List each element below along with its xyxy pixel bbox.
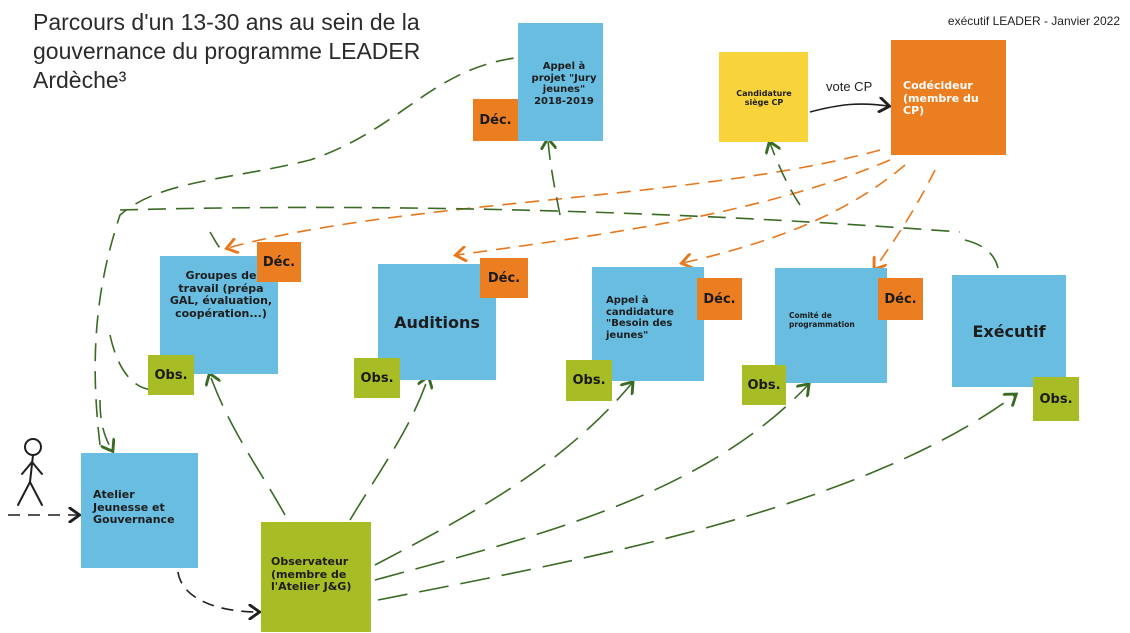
node-comite-programmation-label: Comité de programmation <box>789 311 855 329</box>
green-dash-up-candidature <box>770 143 801 206</box>
tag-obs-groupes: Obs. <box>148 355 194 395</box>
tag-dec-comite: Déc. <box>878 278 923 320</box>
dark-arrow-atelier-to-observateur <box>177 571 258 612</box>
node-atelier: Atelier Jeunesse et Gouvernance <box>81 453 198 568</box>
tag-dec-groupes: Déc. <box>257 242 301 282</box>
dark-arrow-candidature-to-codecideur <box>809 104 888 112</box>
orange-arrow-to-groupes <box>228 149 881 248</box>
node-observateur-label: Observateur (membre de l'Atelier J&G) <box>271 555 352 594</box>
node-codecideur-label: Codécideur (membre du CP) <box>903 79 979 118</box>
vote-cp-label: vote CP <box>826 79 873 94</box>
tag-obs-comite: Obs. <box>742 365 786 405</box>
node-atelier-label: Atelier Jeunesse et Gouvernance <box>93 488 175 527</box>
node-candidature-cp: Candidature siège CP <box>719 52 808 142</box>
node-executif: Exécutif <box>952 275 1066 387</box>
green-obs-to-appel-cand <box>374 383 632 566</box>
green-dash-up-appel <box>548 140 561 216</box>
green-obs-to-comite <box>374 385 808 581</box>
green-obs-to-groupes <box>210 375 286 516</box>
tag-obs-appel-candidature: Obs. <box>566 360 612 401</box>
green-dash-down-atelier <box>99 399 112 450</box>
tag-dec-auditions: Déc. <box>480 258 528 298</box>
node-groupes-travail-label: Groupes de travail (prépa GAL, évaluatio… <box>169 269 273 320</box>
walking-person-icon <box>17 438 43 506</box>
tag-obs-auditions: Obs. <box>354 358 400 398</box>
node-appel-candidature: Appel à candidature "Besoin des jeunes" <box>592 267 704 381</box>
node-comite-programmation: Comité de programmation <box>775 268 887 383</box>
orange-arrow-to-comite <box>875 169 936 268</box>
node-appel-projet-label: Appel à projet "Jury jeunes" 2018-2019 <box>531 61 597 107</box>
node-codecideur: Codécideur (membre du CP) <box>891 40 1006 155</box>
green-dash-from-groupes <box>209 231 223 251</box>
node-executif-label: Exécutif <box>972 322 1046 341</box>
tag-obs-executif: Obs. <box>1033 377 1079 421</box>
green-loop-atelier-to-appel <box>94 57 516 446</box>
node-observateur: Observateur (membre de l'Atelier J&G) <box>261 522 371 632</box>
node-appel-projet: Appel à projet "Jury jeunes" 2018-2019 <box>518 23 603 141</box>
header-note: exécutif LEADER - Janvier 2022 <box>947 14 1120 28</box>
diagram-title: Parcours d'un 13-30 ans au sein de la go… <box>33 9 421 93</box>
green-obs-to-auditions <box>349 378 428 521</box>
node-appel-candidature-label: Appel à candidature "Besoin des jeunes" <box>606 295 674 341</box>
tag-dec-appel-projet: Déc. <box>473 99 518 141</box>
node-auditions-label: Auditions <box>394 313 480 332</box>
green-dash-horizontal <box>119 206 961 233</box>
tag-dec-appel-candidature: Déc. <box>697 278 742 320</box>
green-dash-to-executif <box>964 239 999 269</box>
node-candidature-cp-label: Candidature siège CP <box>736 89 792 108</box>
orange-arrow-to-auditions <box>457 159 891 255</box>
orange-arrow-to-appel-cand <box>683 164 906 263</box>
green-obs-to-executif <box>377 395 1015 601</box>
